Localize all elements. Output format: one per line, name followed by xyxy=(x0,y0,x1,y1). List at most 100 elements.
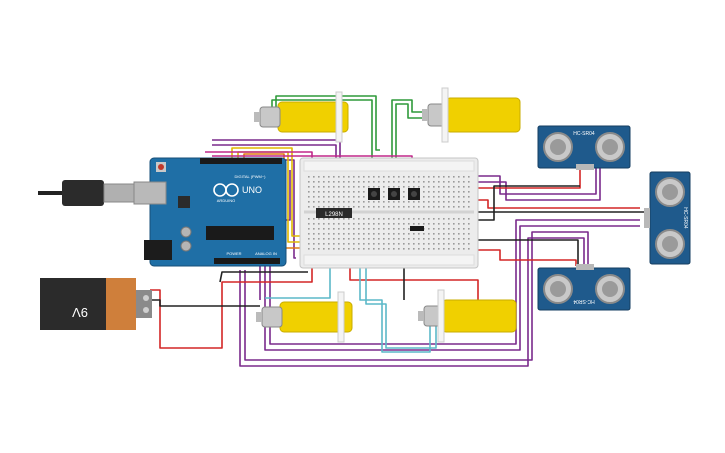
wire-cyan-3[interactable] xyxy=(365,240,437,349)
breadboard-hole xyxy=(413,206,415,208)
ultrasonic-sensor-top[interactable]: HC-SR04 xyxy=(537,125,631,170)
breadboard-hole xyxy=(343,181,345,183)
breadboard-hole xyxy=(308,191,310,193)
breadboard-hole xyxy=(383,233,385,235)
breadboard-hole xyxy=(308,181,310,183)
ultrasonic-sensor-right[interactable]: HC-SR04 xyxy=(644,171,691,265)
wire-red-1[interactable] xyxy=(150,262,313,349)
arduino-uno-board[interactable]: DIGITAL (PWM~) UNO ARDUINO POWER ANALOG … xyxy=(133,157,287,267)
breadboard-hole xyxy=(453,181,455,183)
digital-header xyxy=(200,158,282,164)
breadboard-hole xyxy=(403,243,405,245)
breadboard-hole xyxy=(423,243,425,245)
breadboard-hole xyxy=(438,186,440,188)
wire-purple-6[interactable] xyxy=(239,237,585,367)
breadboard-hole xyxy=(328,233,330,235)
breadboard-hole xyxy=(383,248,385,250)
breadboard-hole xyxy=(308,223,310,225)
breadboard-hole xyxy=(403,218,405,220)
breadboard-hole xyxy=(443,243,445,245)
breadboard-hole xyxy=(433,186,435,188)
breadboard-hole xyxy=(328,196,330,198)
battery-9v[interactable]: 9V xyxy=(40,278,152,330)
breadboard-hole xyxy=(308,196,310,198)
wire-purple-10[interactable] xyxy=(470,166,601,201)
breadboard-hole xyxy=(368,206,370,208)
breadboard-hole xyxy=(453,196,455,198)
wire-purple-3[interactable] xyxy=(280,159,296,259)
motor-can xyxy=(261,306,283,328)
breadboard-hole xyxy=(463,191,465,193)
motor-top-left[interactable] xyxy=(254,91,349,143)
ultrasonic-sensor-bottom[interactable]: HC-SR04 xyxy=(537,264,631,311)
breadboard-hole xyxy=(408,238,410,240)
breadboard-hole xyxy=(443,196,445,198)
breadboard-hole xyxy=(348,243,350,245)
wire-cyan-2[interactable] xyxy=(359,240,431,353)
breadboard-hole xyxy=(458,228,460,230)
breadboard-hole xyxy=(398,186,400,188)
breadboard-hole xyxy=(463,181,465,183)
breadboard-hole xyxy=(398,223,400,225)
breadboard-hole xyxy=(358,218,360,220)
breadboard-hole xyxy=(383,181,385,183)
breadboard-hole xyxy=(368,248,370,250)
breadboard-hole xyxy=(338,238,340,240)
breadboard-hole xyxy=(353,228,355,230)
breadboard-hole xyxy=(373,206,375,208)
breadboard-hole xyxy=(398,218,400,220)
wire-black-1[interactable] xyxy=(140,299,260,307)
analog-label: ANALOG IN xyxy=(255,251,277,256)
battery-terminal-neg xyxy=(143,307,149,313)
breadboard-hole xyxy=(338,243,340,245)
breadboard-hole xyxy=(323,206,325,208)
breadboard-hole xyxy=(338,223,340,225)
sensor-eye-bottom-inner xyxy=(662,236,678,252)
breadboard-hole xyxy=(353,243,355,245)
breadboard-hole xyxy=(318,228,320,230)
wire-purple-9[interactable] xyxy=(470,166,597,195)
wire-black-5[interactable] xyxy=(219,271,308,283)
breadboard-hole xyxy=(308,238,310,240)
motor-top-right[interactable] xyxy=(422,87,521,143)
wire-red-3[interactable] xyxy=(470,249,577,266)
breadboard-hole xyxy=(448,196,450,198)
wire-red-2[interactable] xyxy=(470,199,640,209)
breadboard-hole xyxy=(428,248,430,250)
breadboard-hole xyxy=(393,186,395,188)
breadboard-hole xyxy=(373,248,375,250)
breadboard-hole xyxy=(433,233,435,235)
breadboard-hole xyxy=(328,186,330,188)
breadboard-hole xyxy=(458,243,460,245)
breadboard-hole xyxy=(403,223,405,225)
wire-purple-5[interactable] xyxy=(244,231,589,361)
breadboard-hole xyxy=(468,218,470,220)
breadboard-hole xyxy=(413,243,415,245)
wire-black-4[interactable] xyxy=(470,239,579,266)
breadboard-hole xyxy=(448,238,450,240)
breadboard-hole xyxy=(333,218,335,220)
breadboard-hole xyxy=(453,248,455,250)
breadboard-hole xyxy=(408,176,410,178)
button-1-cap xyxy=(371,191,377,197)
breadboard-hole xyxy=(448,186,450,188)
motor-bottom-right[interactable] xyxy=(418,289,517,343)
breadboard-hole xyxy=(423,223,425,225)
breadboard-hole xyxy=(308,206,310,208)
breadboard-hole xyxy=(418,223,420,225)
breadboard-hole xyxy=(353,233,355,235)
wire-green-4[interactable] xyxy=(395,103,430,162)
breadboard-hole xyxy=(363,176,365,178)
wire-green-3[interactable] xyxy=(391,99,430,162)
breadboard-hole xyxy=(398,248,400,250)
wire-black-3[interactable] xyxy=(470,185,580,221)
breadboard-hole xyxy=(418,243,420,245)
breadboard-hole xyxy=(463,228,465,230)
breadboard-hole xyxy=(323,186,325,188)
breadboard-hole xyxy=(343,196,345,198)
motor-bottom-left[interactable] xyxy=(256,291,353,343)
atmega-chip xyxy=(206,226,274,240)
breadboard-hole xyxy=(343,176,345,178)
breadboard-hole xyxy=(323,243,325,245)
breadboard-hole xyxy=(313,223,315,225)
